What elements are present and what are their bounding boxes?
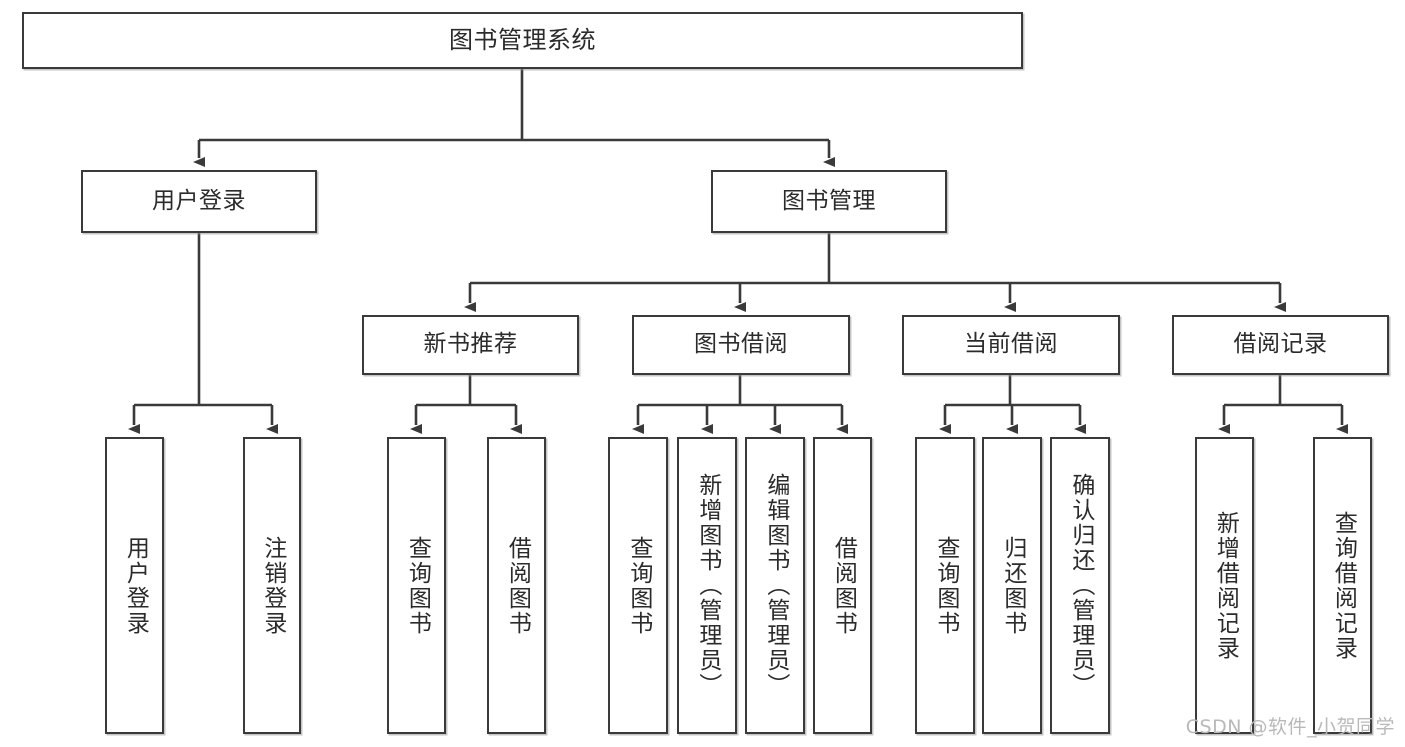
node-label: 用户登录 <box>122 535 149 636</box>
node-level3-current_borrow[interactable]: 当前借阅 <box>902 315 1120 375</box>
node-label: 新书推荐 <box>423 331 518 358</box>
node-leaf-leaf_query_book_b[interactable]: 查询图书 <box>608 437 668 734</box>
node-label: 查询图书 <box>625 535 652 636</box>
node-leaf-leaf_borrow_book_b[interactable]: 借阅图书 <box>813 437 872 734</box>
node-leaf-leaf_logout[interactable]: 注销登录 <box>243 437 301 734</box>
node-label: 图书借阅 <box>694 331 788 358</box>
node-label: 新增图书（管理员） <box>694 473 721 698</box>
node-label: 当前借阅 <box>964 331 1058 358</box>
node-leaf-leaf_query_book_rec[interactable]: 查询图书 <box>387 437 446 734</box>
node-level2-user_login[interactable]: 用户登录 <box>81 170 317 233</box>
node-level2-book_manage[interactable]: 图书管理 <box>711 170 947 233</box>
node-label: 图书管理系统 <box>449 26 596 55</box>
node-leaf-leaf_edit_book[interactable]: 编辑图书（管理员） <box>745 437 805 734</box>
node-label: 借阅图书 <box>830 535 857 636</box>
node-leaf-leaf_add_record[interactable]: 新增借阅记录 <box>1195 437 1254 734</box>
node-label: 归还图书 <box>999 535 1026 636</box>
node-leaf-leaf_user_login[interactable]: 用户登录 <box>105 437 164 734</box>
node-leaf-leaf_confirm_return[interactable]: 确认归还（管理员） <box>1050 437 1110 734</box>
node-leaf-leaf_borrow_book_rec[interactable]: 借阅图书 <box>487 437 546 734</box>
node-leaf-leaf_query_record[interactable]: 查询借阅记录 <box>1313 437 1372 734</box>
node-label: 注销登录 <box>259 535 286 636</box>
node-label: 新增借阅记录 <box>1212 510 1239 661</box>
node-label: 借阅记录 <box>1233 331 1328 358</box>
node-level3-new_book_rec[interactable]: 新书推荐 <box>362 315 579 375</box>
node-label: 编辑图书（管理员） <box>762 473 789 698</box>
node-label: 用户登录 <box>152 187 246 214</box>
node-label: 查询图书 <box>932 535 959 636</box>
node-leaf-leaf_query_book_c[interactable]: 查询图书 <box>915 437 975 734</box>
node-label: 图书管理 <box>782 187 876 214</box>
node-root-root[interactable]: 图书管理系统 <box>22 12 1023 69</box>
node-leaf-leaf_add_book[interactable]: 新增图书（管理员） <box>677 437 737 734</box>
node-label: 查询借阅记录 <box>1330 510 1357 661</box>
node-leaf-leaf_return_book[interactable]: 归还图书 <box>982 437 1042 734</box>
node-label: 查询图书 <box>404 535 431 636</box>
node-label: 借阅图书 <box>504 535 531 636</box>
node-level3-book_borrow[interactable]: 图书借阅 <box>632 315 850 375</box>
node-level3-borrow_record[interactable]: 借阅记录 <box>1172 315 1389 375</box>
node-label: 确认归还（管理员） <box>1067 473 1094 698</box>
